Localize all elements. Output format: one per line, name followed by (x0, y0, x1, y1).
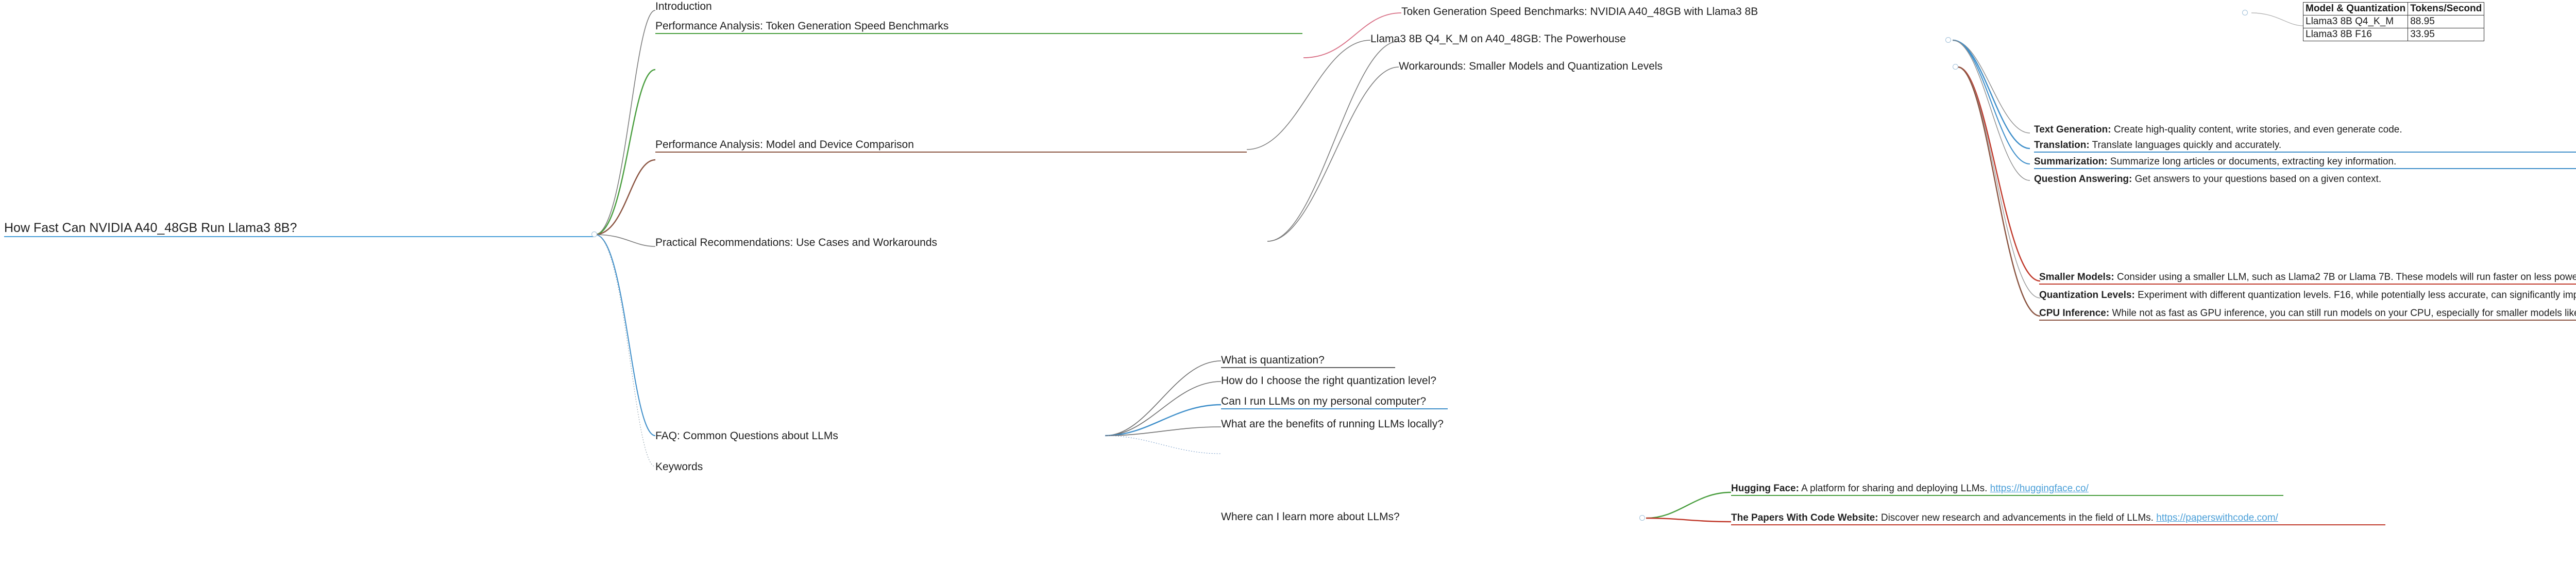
node-run-llms-personal-computer-label: Can I run LLMs on my personal computer? (1221, 395, 1427, 407)
use-case-text-generation-label: Text Generation: (2034, 124, 2111, 135)
resource-hugging-face-desc: A platform for sharing and deploying LLM… (1799, 483, 1990, 494)
node-use-case-translation[interactable]: Translation: Translate languages quickly… (2034, 140, 2576, 153)
use-case-question-answering-label: Question Answering: (2034, 174, 2132, 185)
node-use-case-summarization[interactable]: Summarization: Summarize long articles o… (2034, 157, 2576, 169)
use-case-summarization-desc: Summarize long articles or documents, ex… (2107, 156, 2397, 167)
workaround-cpu-inference-label: CPU Inference: (2039, 308, 2110, 319)
use-case-question-answering-desc: Get answers to your questions based on a… (2132, 174, 2382, 185)
node-use-case-question-answering[interactable]: Question Answering: Get answers to your … (2034, 174, 2381, 184)
node-perf-token-gen-rule (655, 33, 1302, 34)
node-powerhouse[interactable]: Llama3 8B Q4_K_M on A40_48GB: The Powerh… (1370, 34, 1626, 44)
use-case-translation-desc: Translate languages quickly and accurate… (2089, 140, 2282, 151)
node-use-case-translation-rule (2034, 152, 2576, 153)
workaround-cpu-inference-desc: While not as fast as GPU inference, you … (2112, 308, 2576, 319)
workaround-smaller-models-desc: Consider using a smaller LLM, such as Ll… (2116, 272, 2576, 283)
node-learn-more-llms[interactable]: Where can I learn more about LLMs? (1221, 511, 1400, 522)
node-what-is-quantization[interactable]: What is quantization? (1221, 355, 1395, 368)
workaround-quantization-levels-desc: Experiment with different quantization l… (2138, 290, 2576, 301)
node-choose-quantization-level[interactable]: How do I choose the right quantization l… (1221, 375, 1436, 386)
workaround-quantization-levels-label: Quantization Levels: (2039, 290, 2135, 301)
node-practical-recommendations-label: Practical Recommendations: Use Cases and… (655, 237, 938, 248)
node-workaround-cpu-inference[interactable]: CPU Inference: While not as fast as GPU … (2039, 308, 2576, 321)
workarounds-connector-dot[interactable] (1953, 64, 1958, 70)
node-use-case-summarization-rule (2034, 168, 2576, 169)
table-cell-model: Llama3 8B F16 (2302, 27, 2409, 41)
node-benefits-local-llms[interactable]: What are the benefits of running LLMs lo… (1221, 419, 1444, 429)
token-gen-benchmarks-connector-dot[interactable] (2242, 10, 2248, 15)
node-workaround-quantization-levels[interactable]: Quantization Levels: Experiment with dif… (2039, 290, 2576, 300)
root-connector-dot[interactable] (591, 231, 597, 237)
use-case-translation-label: Translation: (2034, 140, 2090, 151)
node-keywords[interactable]: Keywords (655, 461, 703, 472)
node-learn-more-llms-label: Where can I learn more about LLMs? (1221, 511, 1400, 523)
root-node-rule (4, 236, 594, 237)
node-run-llms-personal-computer[interactable]: Can I run LLMs on my personal computer? (1221, 396, 1448, 409)
node-introduction[interactable]: Introduction (655, 1, 712, 12)
node-keywords-label: Keywords (655, 461, 703, 473)
table-header-row: Model & Quantization Tokens/Second (2302, 2, 2485, 15)
resource-hugging-face-label: Hugging Face: (1731, 483, 1799, 494)
node-what-is-quantization-rule (1221, 367, 1395, 368)
node-workaround-cpu-inference-rule (2039, 320, 2576, 321)
table-cell-model: Llama3 8B Q4_K_M (2302, 14, 2409, 28)
node-faq-label: FAQ: Common Questions about LLMs (655, 430, 838, 442)
node-perf-token-gen-label: Performance Analysis: Token Generation S… (655, 20, 949, 32)
node-perf-model-device-label: Performance Analysis: Model and Device C… (655, 139, 914, 151)
node-resource-hugging-face-rule (1731, 495, 2283, 496)
resource-papers-with-code-label: The Papers With Code Website: (1731, 512, 1878, 523)
node-choose-quantization-level-label: How do I choose the right quantization l… (1221, 375, 1436, 387)
table-header-tokens: Tokens/Second (2408, 2, 2485, 15)
workaround-smaller-models-label: Smaller Models: (2039, 272, 2114, 283)
use-case-text-generation-desc: Create high-quality content, write stori… (2111, 124, 2402, 135)
root-node-label: How Fast Can NVIDIA A40_48GB Run Llama3 … (4, 221, 297, 235)
node-token-gen-benchmarks[interactable]: Token Generation Speed Benchmarks: NVIDI… (1401, 6, 1758, 17)
resource-hugging-face-link[interactable]: https://huggingface.co/ (1990, 483, 2089, 494)
use-case-summarization-label: Summarization: (2034, 156, 2108, 167)
benchmark-table: Model & Quantization Tokens/Second Llama… (2302, 2, 2485, 41)
root-node[interactable]: How Fast Can NVIDIA A40_48GB Run Llama3 … (4, 222, 594, 237)
powerhouse-connector-dot[interactable] (1945, 37, 1951, 43)
node-perf-model-device[interactable]: Performance Analysis: Model and Device C… (655, 139, 1247, 153)
node-token-gen-benchmarks-label: Token Generation Speed Benchmarks: NVIDI… (1401, 6, 1758, 18)
node-perf-token-gen[interactable]: Performance Analysis: Token Generation S… (655, 21, 1302, 34)
node-perf-model-device-rule (655, 152, 1247, 153)
node-resource-hugging-face[interactable]: Hugging Face: A platform for sharing and… (1731, 484, 2283, 496)
node-powerhouse-label: Llama3 8B Q4_K_M on A40_48GB: The Powerh… (1370, 33, 1626, 45)
node-use-case-text-generation[interactable]: Text Generation: Create high-quality con… (2034, 125, 2402, 135)
node-resource-papers-with-code-rule (1731, 524, 2385, 525)
resource-papers-with-code-link[interactable]: https://paperswithcode.com/ (2156, 512, 2278, 523)
node-practical-recommendations[interactable]: Practical Recommendations: Use Cases and… (655, 237, 937, 248)
node-resource-papers-with-code[interactable]: The Papers With Code Website: Discover n… (1731, 513, 2385, 525)
node-workarounds[interactable]: Workarounds: Smaller Models and Quantiza… (1399, 61, 1663, 72)
node-introduction-label: Introduction (655, 1, 712, 12)
node-workaround-smaller-models[interactable]: Smaller Models: Consider using a smaller… (2039, 272, 2576, 285)
table-cell-tokens: 33.95 (2408, 27, 2485, 41)
resource-papers-with-code-desc: Discover new research and advancements i… (1878, 512, 2157, 523)
node-workaround-smaller-models-rule (2039, 284, 2576, 285)
table-row: Llama3 8B F16 33.95 (2302, 27, 2485, 41)
node-workarounds-label: Workarounds: Smaller Models and Quantiza… (1399, 60, 1663, 72)
table-row: Llama3 8B Q4_K_M 88.95 (2302, 14, 2485, 28)
node-faq[interactable]: FAQ: Common Questions about LLMs (655, 430, 838, 441)
learn-more-connector-dot[interactable] (1639, 515, 1645, 521)
node-what-is-quantization-label: What is quantization? (1221, 354, 1325, 366)
table-header-model: Model & Quantization (2302, 2, 2409, 15)
table-cell-tokens: 88.95 (2408, 14, 2485, 28)
node-benefits-local-llms-label: What are the benefits of running LLMs lo… (1221, 418, 1444, 430)
node-run-llms-personal-computer-rule (1221, 408, 1448, 409)
